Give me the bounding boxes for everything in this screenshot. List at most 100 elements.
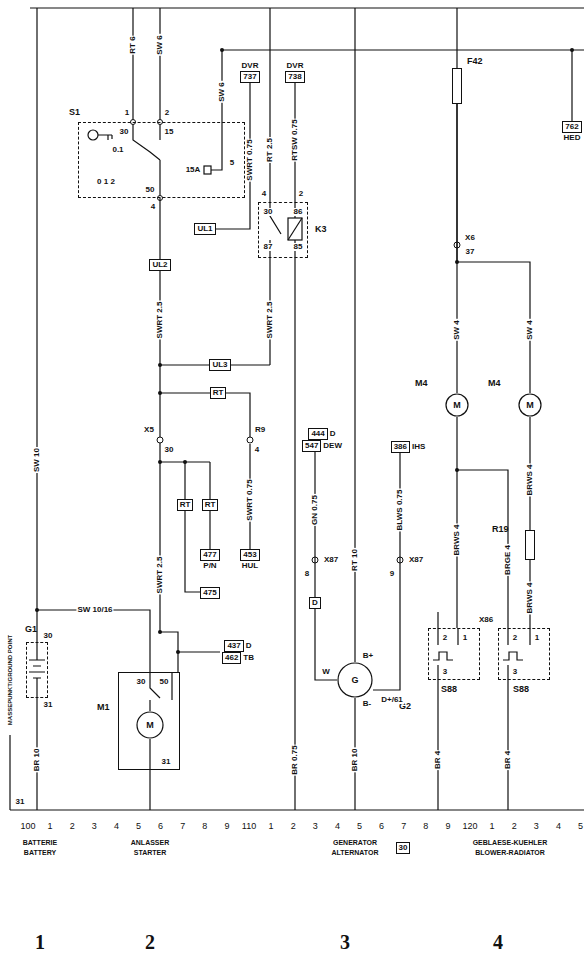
- section-caption: BLOWER-RADIATOR: [474, 849, 546, 856]
- reference-code: TB: [243, 653, 254, 663]
- reference-number: 30: [396, 842, 411, 854]
- grid-number: 1: [489, 822, 496, 831]
- wire-connector: [185, 511, 200, 592]
- motor-symbol: M4M: [445, 393, 469, 417]
- section-caption: GENERATOR: [332, 839, 378, 846]
- text-row: 738: [285, 71, 304, 83]
- reference-code: HED: [564, 133, 581, 143]
- pin-number: B-: [362, 700, 372, 708]
- reference-box: 386IHS: [391, 441, 426, 453]
- thermo-switch-housing: S88: [428, 628, 480, 680]
- text-row: HED: [564, 133, 581, 143]
- pin-number: 50: [145, 186, 156, 194]
- pin-number: X5: [143, 426, 155, 434]
- grid-number: 9: [444, 822, 451, 831]
- text-row: 737: [240, 71, 259, 83]
- pin-number: 9: [389, 570, 395, 578]
- pin-number: 2: [512, 634, 518, 642]
- wire-label: RT 10: [351, 548, 359, 572]
- thermal-switch: [433, 628, 530, 680]
- reference-number: UL1: [194, 223, 215, 235]
- pin-number: 1: [462, 634, 468, 642]
- wire-label: BR 4: [434, 750, 442, 770]
- grid-number: 2: [290, 822, 297, 831]
- text-row: 30: [396, 842, 411, 854]
- circle-outline: [519, 394, 541, 416]
- wire-label: SW 4: [453, 319, 461, 341]
- wire: [37, 271, 270, 810]
- wire-label: SW 10: [33, 447, 41, 473]
- component-label: M1: [97, 703, 110, 712]
- component-label: R19: [492, 525, 509, 534]
- pin-number: 15A: [185, 166, 202, 174]
- pin-number: 31: [161, 758, 172, 766]
- reference-number: 738: [285, 71, 304, 83]
- pin-number: 4: [150, 203, 156, 211]
- grid-number: 110: [241, 822, 257, 831]
- pin-number: 4: [261, 190, 267, 198]
- reference-code: HUL: [242, 561, 258, 571]
- reference-code: DVR: [287, 61, 304, 71]
- grid-number: 7: [179, 822, 186, 831]
- pin-number: 0.1: [111, 146, 124, 154]
- pin-number: 3: [442, 668, 448, 676]
- section-caption: ALTERNATOR: [330, 849, 379, 856]
- text-row: 547DEW: [302, 440, 342, 452]
- wire-label: BR 0.75: [291, 744, 299, 775]
- section-caption: ANLASSER: [130, 839, 171, 846]
- pin-number: B+: [362, 652, 374, 660]
- grid-number: 8: [422, 822, 429, 831]
- diode-box: D: [309, 597, 321, 609]
- wire-connector: [315, 609, 337, 680]
- wire-label: BR 10: [351, 748, 359, 773]
- resistor-symbol: R19: [525, 530, 535, 560]
- grid-number: 4: [555, 822, 562, 831]
- wire-label: SW 6: [218, 81, 226, 103]
- junction-dot: [158, 363, 162, 367]
- section-box: 30: [396, 842, 411, 854]
- pin-number: 4: [254, 446, 260, 454]
- battery-housing: G1: [26, 642, 48, 698]
- text-row: 444D: [308, 428, 335, 440]
- pin-number: 1: [124, 109, 130, 117]
- wire-tag: UL3: [209, 359, 230, 371]
- reference-number: RT: [210, 387, 227, 399]
- component-label: S88: [441, 685, 457, 694]
- pin-number: 30: [164, 446, 175, 454]
- component-label: M4: [488, 379, 501, 388]
- fuse-box: F42: [452, 68, 462, 104]
- grid-number: 6: [157, 822, 164, 831]
- pin-number: 50: [159, 678, 170, 686]
- section-caption: BATTERIE: [22, 839, 58, 846]
- wire-label: RT 2.5: [266, 137, 274, 163]
- pin-number: 37: [465, 248, 476, 256]
- wire-tag: RT: [210, 387, 227, 399]
- pin-number: 3: [512, 668, 518, 676]
- grid-number: 3: [91, 822, 98, 831]
- reference-number: UL3: [209, 359, 230, 371]
- text-row: UL1: [194, 223, 215, 235]
- pin-number: 0 1 2: [96, 178, 116, 186]
- wire-connector: [159, 198, 160, 259]
- grid-number: 3: [533, 822, 540, 831]
- key-symbol: [88, 130, 98, 140]
- switch-contacts: [98, 122, 160, 198]
- reference-number: 437: [224, 640, 243, 652]
- reference-code: IHS: [412, 442, 425, 452]
- reference-code: D: [330, 429, 336, 439]
- component-label: K3: [315, 225, 327, 234]
- pin-number: 30: [136, 678, 147, 686]
- wire-tag: RT: [177, 499, 194, 511]
- symbol-letter: G: [337, 662, 373, 698]
- pin-number: 2: [298, 190, 304, 198]
- reference-code: P/N: [203, 561, 216, 571]
- wire-label: BLWS 0.75: [396, 489, 404, 532]
- battery-plates: [29, 642, 45, 698]
- reference-number: 462: [222, 652, 241, 664]
- alternator-symbol: G2G: [337, 662, 373, 698]
- wire-label: SW 6: [156, 34, 164, 56]
- text-row: D: [309, 597, 321, 609]
- pin-number: 30: [43, 632, 54, 640]
- wire-connector: [457, 104, 530, 393]
- switch-housing: S1: [78, 122, 245, 198]
